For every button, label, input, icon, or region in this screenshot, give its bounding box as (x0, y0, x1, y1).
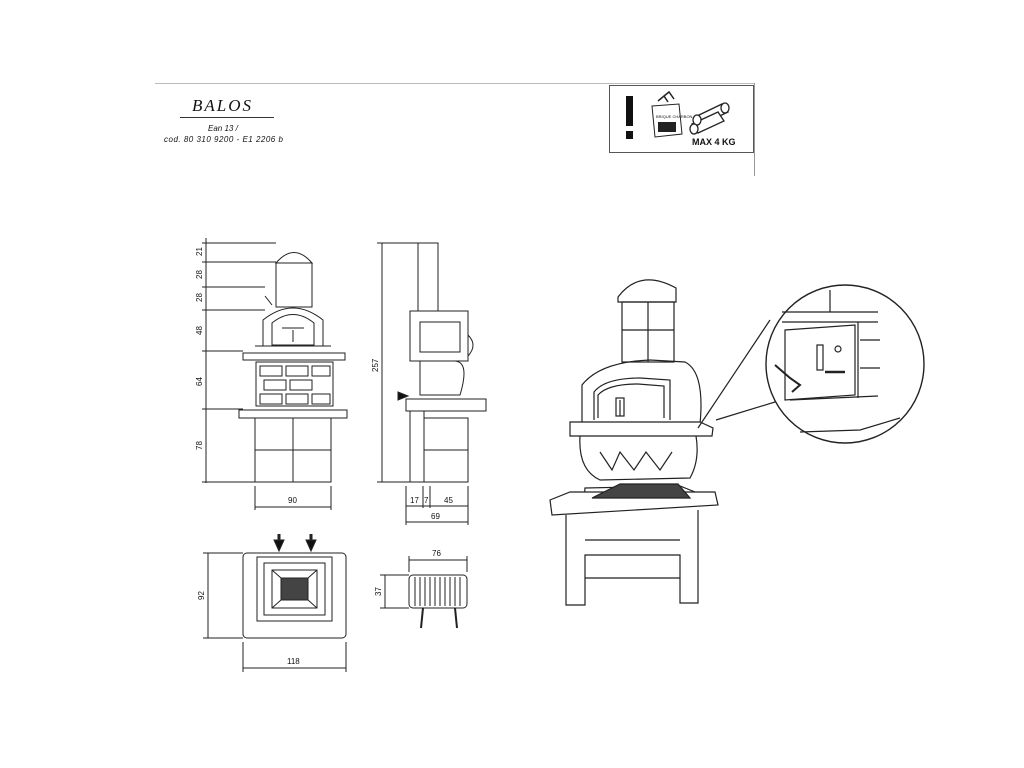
max-load-label: MAX 4 KG (692, 137, 736, 147)
side-height-label: 257 (371, 358, 380, 372)
header-rule (155, 83, 755, 84)
title-underline (180, 117, 274, 118)
exclamation-icon (626, 96, 633, 139)
detail-magnifier (697, 284, 925, 444)
front-view-drawing (202, 238, 348, 510)
side-dim-3: 45 (444, 496, 453, 505)
front-dim-4: 48 (195, 326, 204, 335)
header-divider (754, 83, 755, 176)
top-view-drawing (203, 534, 347, 672)
front-dim-1: 21 (195, 247, 204, 256)
front-dim-6: 78 (195, 441, 204, 450)
bag-label: BRIQUE CHARBON (656, 114, 693, 119)
fuel-warning-panel (609, 85, 754, 153)
side-dim-1: 17 (410, 496, 419, 505)
side-total-depth: 69 (431, 512, 440, 521)
front-width-label: 90 (288, 496, 297, 505)
perspective-view-drawing (549, 279, 719, 606)
front-dim-3: 28 (195, 293, 204, 302)
grill-width-label: 76 (432, 549, 441, 558)
front-height-labels: 21 28 28 48 64 78 (195, 247, 204, 450)
grill-grate-drawing (380, 556, 468, 629)
grill-height-label: 37 (374, 587, 383, 596)
front-dim-5: 64 (195, 377, 204, 386)
top-depth-label: 92 (197, 591, 206, 600)
product-title: BALOS (192, 96, 253, 115)
ean-code: Ean 13 / (208, 124, 238, 133)
side-view-drawing (377, 242, 487, 525)
product-code: cod. 80 310 9200 - E1 2206 b (164, 135, 284, 144)
charcoal-bag-icon: BRIQUE CHARBON (651, 90, 693, 138)
top-width-label: 118 (287, 657, 300, 666)
front-dim-2: 28 (195, 270, 204, 279)
firewood-icon (689, 102, 730, 135)
side-dim-2: 7 (424, 496, 429, 505)
